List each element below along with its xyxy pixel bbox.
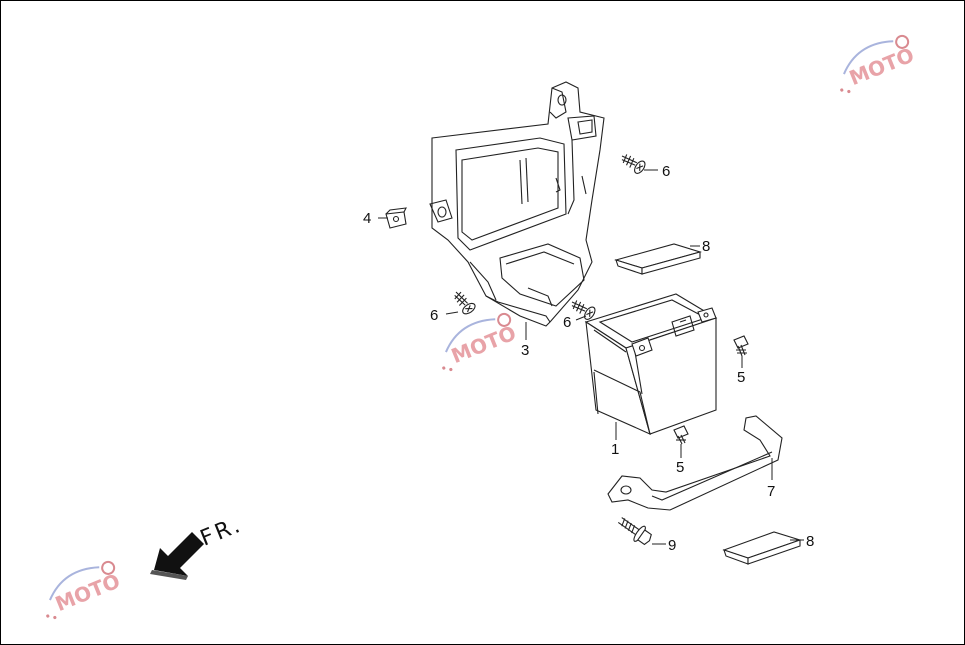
front-direction-label: FR. <box>197 512 246 551</box>
bolt-9 <box>617 517 652 546</box>
screw-6-left <box>454 291 476 315</box>
callout-6-top: 6 <box>662 163 670 180</box>
watermark-top-right: MOTO <box>840 34 918 94</box>
battery-band <box>607 415 783 511</box>
rubber-pad-lower <box>722 531 802 565</box>
callout-8-upper: 8 <box>702 238 710 255</box>
callout-3: 3 <box>521 342 529 359</box>
callout-5-lower: 5 <box>676 459 684 476</box>
callout-5-upper: 5 <box>737 369 745 386</box>
callout-1: 1 <box>611 441 619 458</box>
bolt-5-upper <box>733 335 749 357</box>
svg-text:MOTO: MOTO <box>846 43 918 91</box>
callout-4: 4 <box>363 210 371 227</box>
callout-6-left: 6 <box>430 307 438 324</box>
clip-nut <box>385 207 407 229</box>
callout-9: 9 <box>668 537 676 554</box>
bolt-5-lower <box>673 425 689 445</box>
watermark-center: MOTO <box>442 312 520 372</box>
callout-8-lower: 8 <box>806 533 814 550</box>
leader-lines <box>378 169 804 545</box>
rubber-pad-upper <box>614 243 702 275</box>
screw-6-mid <box>571 300 596 320</box>
callout-7: 7 <box>767 483 775 500</box>
battery-box <box>429 81 605 327</box>
watermark-bottom-left: MOTO <box>46 560 124 620</box>
svg-text:MOTO: MOTO <box>448 321 520 369</box>
callout-6-mid: 6 <box>563 314 571 331</box>
battery <box>584 293 718 435</box>
front-direction-arrow <box>150 532 204 580</box>
svg-text:MOTO: MOTO <box>52 569 124 617</box>
screw-6-top <box>621 154 646 174</box>
